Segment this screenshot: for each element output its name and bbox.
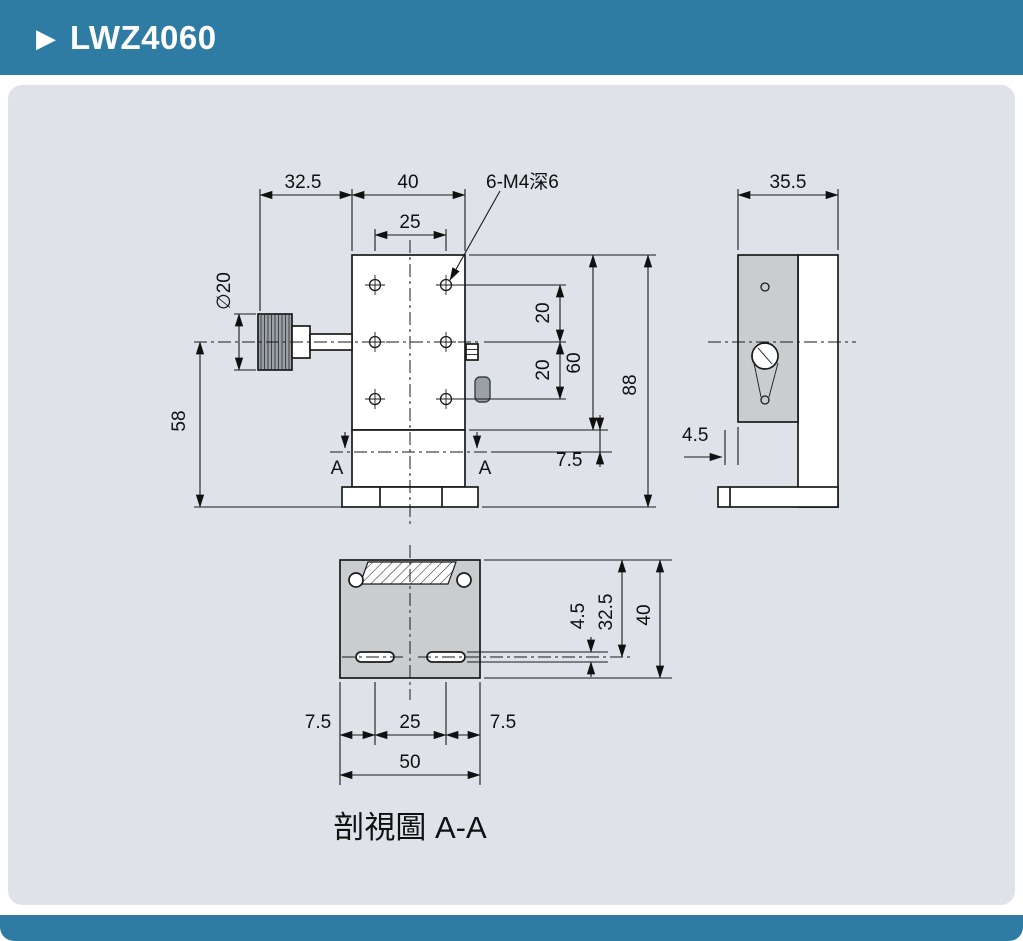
dim-50: 50 <box>399 752 420 773</box>
side-hole-bottom <box>760 395 770 405</box>
drawing-panel: 32.5 40 25 6-M4深6 ∅20 58 20 20 60 88 <box>8 85 1015 905</box>
section-hole-right <box>456 572 472 588</box>
section-hatch-slot <box>359 561 457 585</box>
side-screw <box>465 343 479 361</box>
thread-callout: 6-M4深6 <box>486 171 559 193</box>
section-label-a-left: A <box>331 458 344 479</box>
dim-4-5-section: 4.5 <box>568 603 589 629</box>
footer-bar <box>0 915 1023 941</box>
dim-32-5: 32.5 <box>285 172 322 193</box>
front-view: 32.5 40 25 6-M4深6 ∅20 58 20 20 60 88 <box>169 171 656 525</box>
dim-35-5: 35.5 <box>770 172 807 193</box>
title-arrow-icon: ▶ <box>36 22 56 53</box>
side-column <box>797 254 839 508</box>
dim-40-section: 40 <box>634 604 655 625</box>
dim-58: 58 <box>169 410 190 431</box>
dim-20-bottom: 20 <box>533 359 554 380</box>
page-title: LWZ4060 <box>70 18 217 56</box>
lock-lever <box>474 376 491 403</box>
dim-40: 40 <box>397 172 418 193</box>
dim-25: 25 <box>399 212 420 233</box>
dim-20-top: 20 <box>533 302 554 323</box>
dim-25-section: 25 <box>399 712 420 733</box>
side-view: 35.5 4.5 <box>682 172 856 508</box>
technical-drawing: 32.5 40 25 6-M4深6 ∅20 58 20 20 60 88 <box>169 171 856 845</box>
section-label-a-right: A <box>479 458 492 479</box>
dim-dia20: ∅20 <box>214 272 235 310</box>
dim-7-5-left: 7.5 <box>305 712 331 733</box>
side-base-foot <box>717 486 839 508</box>
side-hole-top <box>760 282 770 292</box>
front-lower-block <box>351 429 466 488</box>
dim-32-5-section: 32.5 <box>596 594 617 631</box>
section-view: 4.5 32.5 40 7.5 25 7.5 50 剖視圖 A-A <box>305 545 672 845</box>
side-moving-plate <box>737 254 799 423</box>
dim-7-5-right: 7.5 <box>490 712 516 733</box>
section-caption: 剖視圖 A-A <box>333 810 487 845</box>
section-hole-left <box>348 572 364 588</box>
dim-60: 60 <box>564 352 585 373</box>
dim-88: 88 <box>620 374 641 395</box>
dim-4-5-side: 4.5 <box>682 425 708 446</box>
dim-7-5-front: 7.5 <box>556 450 582 471</box>
title-bar: ▶ LWZ4060 <box>0 0 1023 75</box>
